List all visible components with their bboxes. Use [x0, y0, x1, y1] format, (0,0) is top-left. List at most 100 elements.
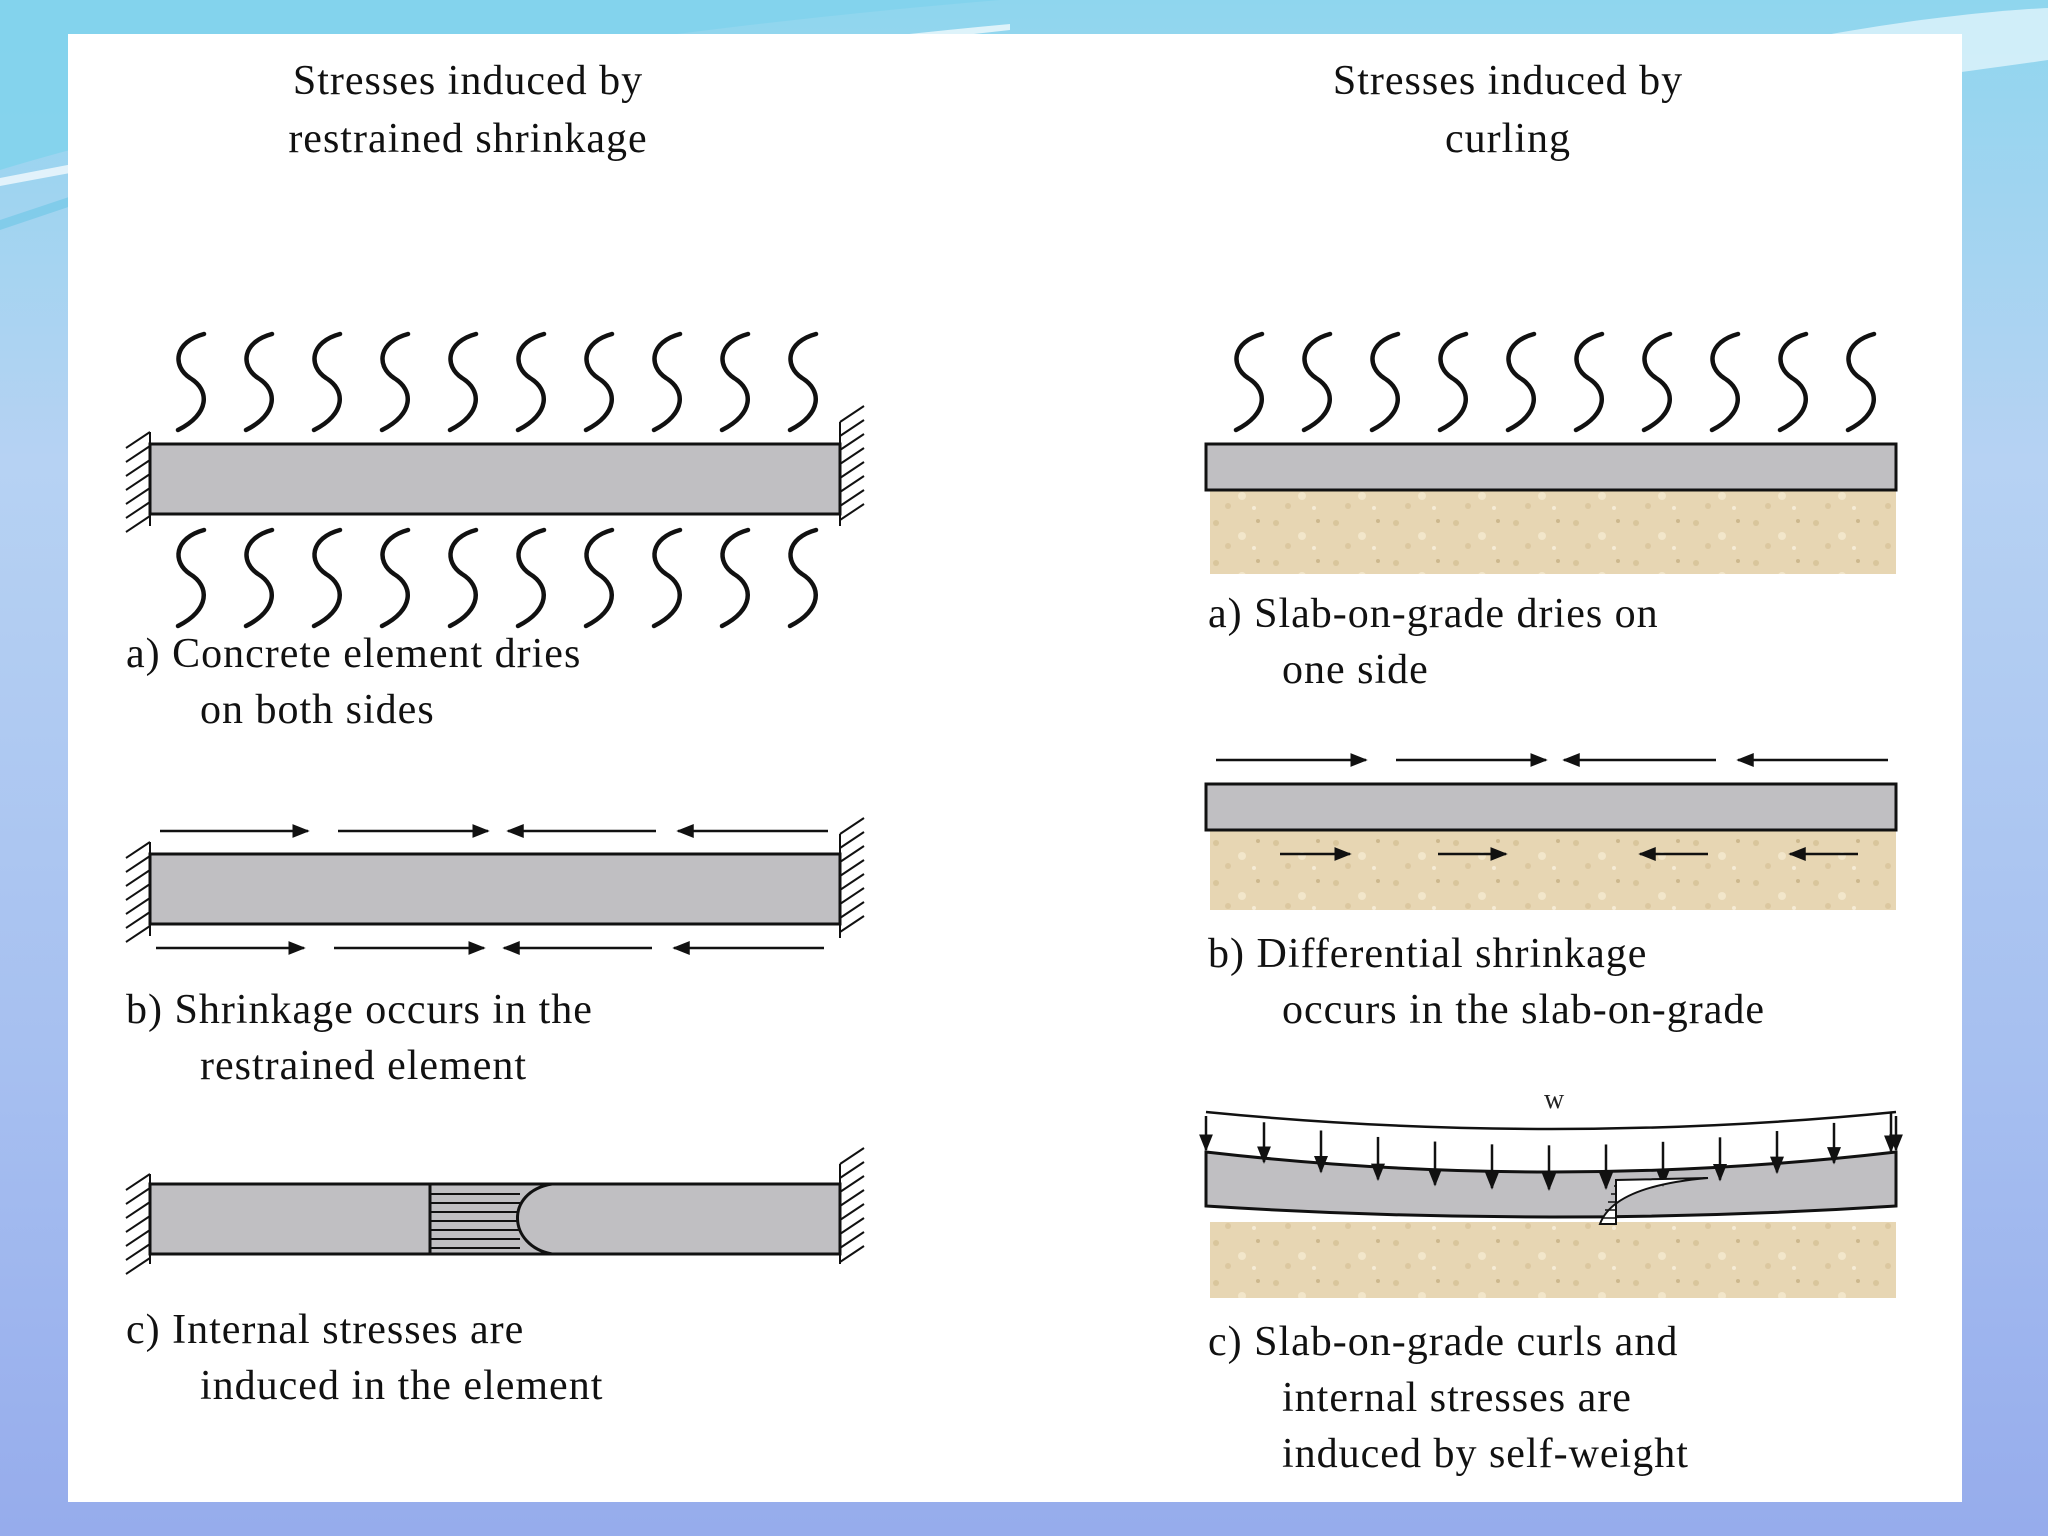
slab-on-grade-a — [1204, 442, 1898, 492]
caption-line: on both sides — [200, 687, 435, 733]
left-support-c-tick — [125, 1187, 151, 1205]
drying-squiggle-top — [787, 331, 819, 433]
heading-curling: Stresses induced by curling — [1258, 52, 1758, 168]
left-support-c-tick — [125, 1257, 151, 1275]
left-support-a-tick — [125, 431, 151, 449]
right-support-c-tick — [839, 1203, 865, 1221]
right-support-a-tick — [839, 433, 865, 451]
diagram-panel: Stresses induced by restrained shrinkage… — [68, 34, 1962, 1502]
right-support-a-tick — [839, 503, 865, 521]
drying-squiggle-top — [1437, 331, 1469, 433]
caption-left-b: b) Shrinkage occurs in the restrained el… — [126, 982, 593, 1094]
drying-squiggle-bottom — [719, 527, 751, 629]
caption-left-c: c) Internal stresses are induced in the … — [126, 1302, 603, 1414]
drying-squiggle-bottom — [175, 527, 207, 629]
internal-stress-symbol — [1598, 1177, 1709, 1225]
right-support-c-tick — [839, 1245, 865, 1263]
drying-squiggle-top — [379, 331, 411, 433]
left-support-c-tick — [125, 1201, 151, 1219]
caption-line: internal stresses are — [1282, 1375, 1632, 1421]
right-support-c-tick — [839, 1147, 865, 1165]
caption-left-a: a) Concrete element dries on both sides — [126, 626, 581, 738]
drying-squiggle-top — [311, 331, 343, 433]
curled-slab — [1204, 1150, 1898, 1219]
left-support-a-tick — [125, 487, 151, 505]
right-support-b-tick — [839, 859, 865, 877]
right-support-c-tick — [839, 1161, 865, 1179]
drying-squiggle-top — [583, 331, 615, 433]
drying-squiggle-top — [1301, 331, 1333, 433]
load-line-w — [1205, 1110, 1897, 1131]
caption-line: induced by self-weight — [1282, 1431, 1689, 1477]
drying-squiggle-bottom — [787, 527, 819, 629]
right-support-a-tick — [839, 489, 865, 507]
caption-right-c: c) Slab-on-grade curls and internal stre… — [1208, 1314, 1689, 1482]
drying-squiggle-top — [243, 331, 275, 433]
subgrade-soil-c — [1210, 1222, 1896, 1298]
right-support-a-tick — [839, 475, 865, 493]
drying-squiggle-bottom — [515, 527, 547, 629]
right-support-b-tick — [839, 845, 865, 863]
concrete-element-a — [148, 442, 842, 516]
right-support-a-tick — [839, 461, 865, 479]
right-support-b-tick — [839, 817, 865, 835]
drying-squiggle-bottom — [311, 527, 343, 629]
caption-line: a) Concrete element dries — [126, 631, 582, 677]
drying-squiggle-top — [651, 331, 683, 433]
drying-squiggle-top — [1641, 331, 1673, 433]
shrinkage-curling-diagram — [125, 331, 1903, 1298]
caption-right-b: b) Differential shrinkage occurs in the … — [1208, 926, 1765, 1038]
left-support-a-tick — [125, 501, 151, 519]
drying-squiggle-top — [1505, 331, 1537, 433]
drying-squiggle-top — [1845, 331, 1877, 433]
right-support-b-tick — [839, 873, 865, 891]
caption-line: c) Slab-on-grade curls and — [1208, 1319, 1679, 1365]
left-support-b-tick — [125, 925, 151, 943]
left-support-c-tick — [125, 1243, 151, 1261]
heading-line: Stresses induced by — [1332, 58, 1684, 104]
caption-right-a: a) Slab-on-grade dries on one side — [1208, 586, 1659, 698]
right-support-a-tick — [839, 405, 865, 423]
left-support-c-tick — [125, 1229, 151, 1247]
left-support-b-tick — [125, 855, 151, 873]
right-support-c-tick — [839, 1231, 865, 1249]
left-support-a-tick — [125, 445, 151, 463]
heading-restrained-shrinkage: Stresses induced by restrained shrinkage — [218, 52, 718, 168]
right-support-c-tick — [839, 1217, 865, 1235]
left-support-a-tick — [125, 473, 151, 491]
caption-line: occurs in the slab-on-grade — [1282, 987, 1765, 1033]
drying-squiggle-top — [447, 331, 479, 433]
right-support-a-tick — [839, 419, 865, 437]
load-label-w: w — [1544, 1084, 1565, 1115]
caption-line: b) Shrinkage occurs in the — [126, 987, 593, 1033]
drying-squiggle-bottom — [243, 527, 275, 629]
drying-squiggle-bottom — [583, 527, 615, 629]
subgrade-soil-b — [1210, 830, 1896, 910]
stress-profile-curve — [516, 1182, 553, 1256]
drying-squiggle-top — [1709, 331, 1741, 433]
drying-squiggle-top — [719, 331, 751, 433]
right-support-b-tick — [839, 915, 865, 933]
caption-line: restrained element — [200, 1043, 528, 1089]
drying-squiggle-bottom — [447, 527, 479, 629]
right-support-b-tick — [839, 901, 865, 919]
subgrade-soil-a — [1210, 490, 1896, 574]
caption-line: a) Slab-on-grade dries on — [1208, 591, 1659, 637]
left-support-c-tick — [125, 1215, 151, 1233]
caption-line: b) Differential shrinkage — [1208, 931, 1648, 977]
caption-line: one side — [1282, 647, 1429, 693]
slab-on-grade-b — [1204, 782, 1898, 832]
drying-squiggle-bottom — [379, 527, 411, 629]
concrete-element-b — [148, 852, 842, 926]
drying-squiggle-top — [1233, 331, 1265, 433]
drying-squiggle-top — [1369, 331, 1401, 433]
caption-line: c) Internal stresses are — [126, 1307, 525, 1353]
heading-line: Stresses induced by — [292, 58, 644, 104]
left-support-a-tick — [125, 515, 151, 533]
left-support-b-tick — [125, 897, 151, 915]
drying-squiggle-bottom — [651, 527, 683, 629]
left-support-a-tick — [125, 459, 151, 477]
left-support-b-tick — [125, 869, 151, 887]
right-support-c-tick — [839, 1175, 865, 1193]
drying-squiggle-top — [1777, 331, 1809, 433]
